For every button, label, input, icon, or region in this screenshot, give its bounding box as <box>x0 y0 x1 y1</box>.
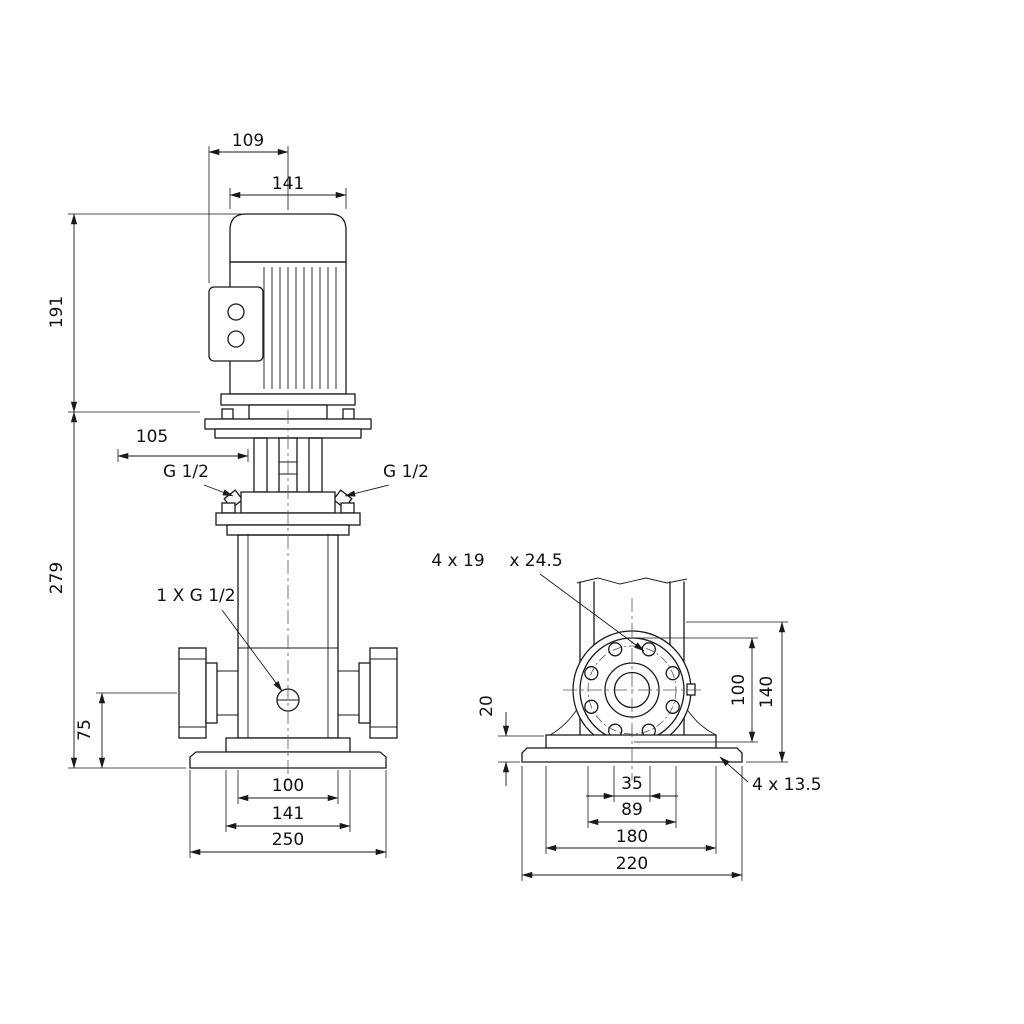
bolt-hole-1 <box>665 666 680 681</box>
dim-105-label: 105 <box>136 427 168 447</box>
bolt-hole-8 <box>665 699 680 714</box>
dim-279-label: 279 <box>47 562 67 594</box>
motor-ribs <box>263 267 337 389</box>
flange-bolt-lines-left <box>179 658 206 728</box>
dim-20-label: 20 <box>477 695 497 717</box>
base-holes-label: 4 x 13.5 <box>752 775 822 795</box>
coupling-column-right <box>308 437 323 493</box>
pipe-stub-left <box>217 670 238 716</box>
leader-flange-holes <box>539 573 645 652</box>
head-bolt-left <box>221 502 236 514</box>
flange-holes-label: 4 x 19 <box>431 551 484 571</box>
leader-g-half-right <box>344 484 390 497</box>
drain-label: 1 X G 1/2 <box>156 586 235 606</box>
motor-fan-cover <box>229 213 347 263</box>
column-break-line <box>576 577 688 585</box>
dim-89-label: 89 <box>621 800 643 820</box>
dim-141-motor-label: 141 <box>272 174 304 194</box>
cable-entry-top <box>227 303 245 321</box>
bolt-hole-3 <box>608 642 623 657</box>
flange-cbore-label: x 24.5 <box>509 551 562 571</box>
cable-entry-bottom <box>227 330 245 348</box>
dim-75-label: 75 <box>75 719 95 741</box>
dim-220-label: 220 <box>616 854 648 874</box>
suction-discharge-flanges <box>178 647 398 739</box>
g-half-right-label: G 1/2 <box>383 462 429 482</box>
front-dimensions: 109 141 191 105 G 1/2 G 1/2 279 1 X G 1/… <box>47 131 429 858</box>
stool-bolt-right <box>342 408 355 420</box>
dim-180-label: 180 <box>616 827 648 847</box>
dim-35-label: 35 <box>621 774 643 794</box>
head-bolt-right <box>340 502 355 514</box>
dim-100-side-label: 100 <box>729 674 749 706</box>
motor-flange <box>220 393 356 406</box>
pipe-stub-right <box>338 670 359 716</box>
dim-141-base-label: 141 <box>272 804 304 824</box>
column-flares <box>549 707 717 736</box>
side-view: 4 x 19 x 24.5 20 100 140 4 x 13.5 35 89 … <box>431 551 822 881</box>
leader-drain <box>221 609 283 692</box>
motor <box>208 213 356 420</box>
front-view: 109 141 191 105 G 1/2 G 1/2 279 1 X G 1/… <box>47 131 429 858</box>
dim-140-label: 140 <box>757 676 777 708</box>
terminal-box <box>208 286 264 362</box>
dim-100-front-label: 100 <box>272 776 304 796</box>
bolt-hole-5 <box>584 699 599 714</box>
flange-raised-face-left <box>205 662 218 724</box>
bolt-hole-4 <box>584 666 599 681</box>
dim-250-label: 250 <box>272 830 304 850</box>
side-centerlines <box>563 598 701 780</box>
leader-base-holes <box>719 756 749 783</box>
flange-plate-left <box>178 647 207 739</box>
coupling-column-left <box>253 437 268 493</box>
dim-191-label: 191 <box>47 296 67 328</box>
stool-bolt-left <box>221 408 234 420</box>
flange-raised-face-right <box>358 662 371 724</box>
leader-g-half-left <box>203 484 234 497</box>
flange-bolt-lines-right <box>370 658 397 728</box>
side-dimensions: 4 x 19 x 24.5 20 100 140 4 x 13.5 35 89 … <box>431 551 822 881</box>
base-foot-side <box>545 734 717 749</box>
flange-tab <box>686 683 696 696</box>
g-half-left-label: G 1/2 <box>163 462 209 482</box>
dim-109-label: 109 <box>232 131 264 151</box>
flange-plate-right <box>369 647 398 739</box>
